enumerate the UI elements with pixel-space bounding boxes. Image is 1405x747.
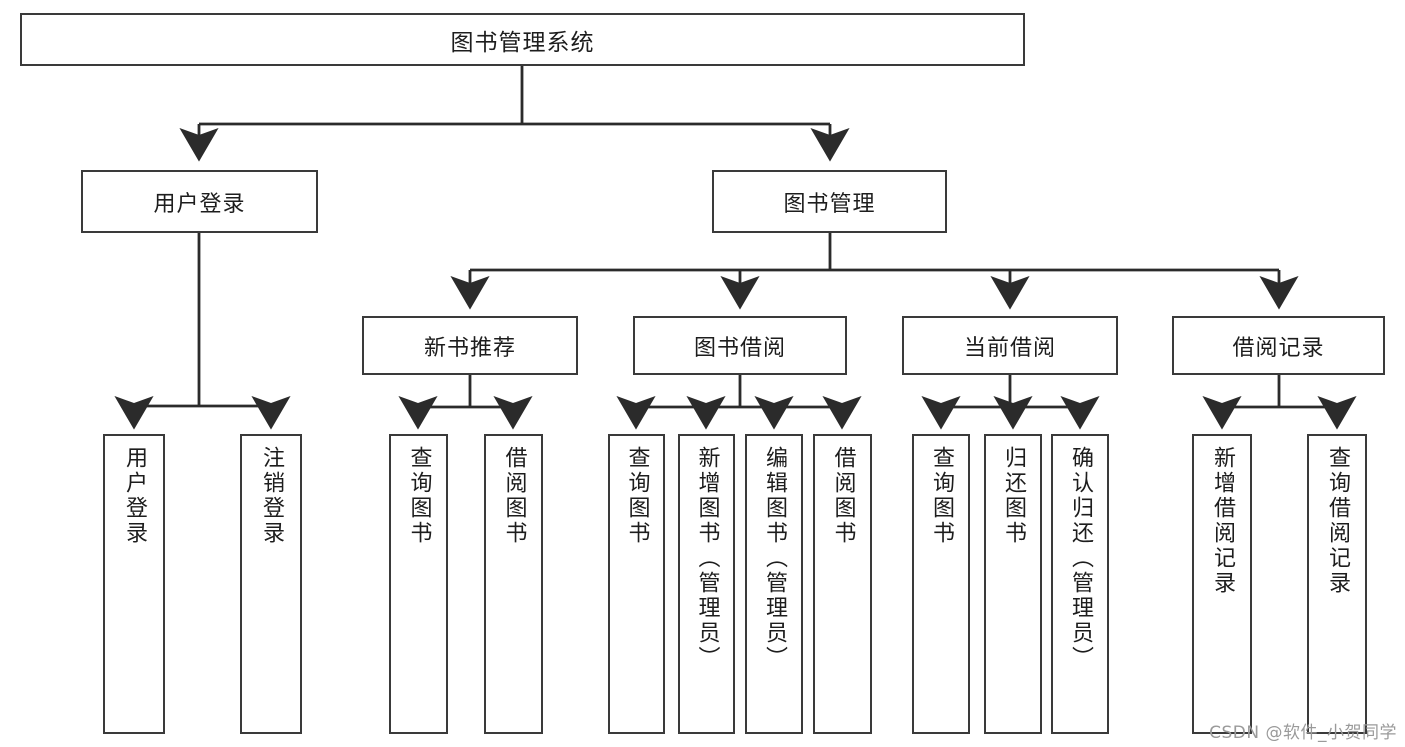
node-new-book-rec[interactable]: 新书推荐 — [362, 316, 578, 375]
node-leaf-query-record[interactable]: 查询借阅记录 — [1307, 434, 1367, 734]
node-book-borrow-label: 图书借阅 — [693, 335, 786, 361]
node-borrow-record-label: 借阅记录 — [1232, 335, 1325, 361]
node-root-label: 图书管理系统 — [450, 29, 595, 56]
watermark-text: CSDN @软件_小贺同学 — [1209, 723, 1397, 743]
node-current-borrow[interactable]: 当前借阅 — [902, 316, 1118, 375]
node-leaf-borrow-book-1-label: 借阅图书 — [501, 446, 527, 546]
node-leaf-user-login-label: 用户登录 — [122, 446, 147, 546]
node-leaf-query-book-1-label: 查询图书 — [406, 446, 432, 546]
node-leaf-borrow-book-1[interactable]: 借阅图书 — [484, 434, 543, 734]
node-leaf-add-record[interactable]: 新增借阅记录 — [1192, 434, 1252, 734]
node-leaf-query-book-3-label: 查询图书 — [929, 446, 954, 546]
node-leaf-query-book-3[interactable]: 查询图书 — [912, 434, 970, 734]
node-book-manage-label: 图书管理 — [783, 191, 876, 217]
node-leaf-borrow-book-2[interactable]: 借阅图书 — [813, 434, 872, 734]
node-new-book-rec-label: 新书推荐 — [423, 335, 516, 361]
node-leaf-return-book-label: 归还图书 — [1001, 446, 1026, 546]
node-leaf-confirm-return-label: 确认归还（管理员） — [1068, 446, 1093, 671]
node-leaf-query-book-2[interactable]: 查询图书 — [608, 434, 665, 734]
node-leaf-query-book-2-label: 查询图书 — [624, 446, 650, 546]
node-book-borrow[interactable]: 图书借阅 — [633, 316, 847, 375]
node-leaf-add-record-label: 新增借阅记录 — [1210, 446, 1235, 596]
node-user-login-label: 用户登录 — [153, 191, 246, 217]
node-leaf-user-logout[interactable]: 注销登录 — [240, 434, 302, 734]
node-user-login[interactable]: 用户登录 — [81, 170, 318, 233]
node-current-borrow-label: 当前借阅 — [963, 335, 1056, 361]
node-leaf-add-book[interactable]: 新增图书（管理员） — [678, 434, 735, 734]
node-root[interactable]: 图书管理系统 — [20, 13, 1025, 66]
node-leaf-edit-book-label: 编辑图书（管理员） — [762, 446, 787, 671]
node-borrow-record[interactable]: 借阅记录 — [1172, 316, 1385, 375]
node-leaf-edit-book[interactable]: 编辑图书（管理员） — [745, 434, 803, 734]
node-leaf-confirm-return[interactable]: 确认归还（管理员） — [1051, 434, 1109, 734]
node-leaf-query-book-1[interactable]: 查询图书 — [389, 434, 448, 734]
node-leaf-return-book[interactable]: 归还图书 — [984, 434, 1042, 734]
node-book-manage[interactable]: 图书管理 — [712, 170, 947, 233]
node-leaf-add-book-label: 新增图书（管理员） — [694, 446, 720, 671]
node-leaf-user-login[interactable]: 用户登录 — [103, 434, 165, 734]
node-leaf-borrow-book-2-label: 借阅图书 — [830, 446, 856, 546]
node-leaf-query-record-label: 查询借阅记录 — [1325, 446, 1350, 596]
node-leaf-user-logout-label: 注销登录 — [259, 446, 284, 546]
